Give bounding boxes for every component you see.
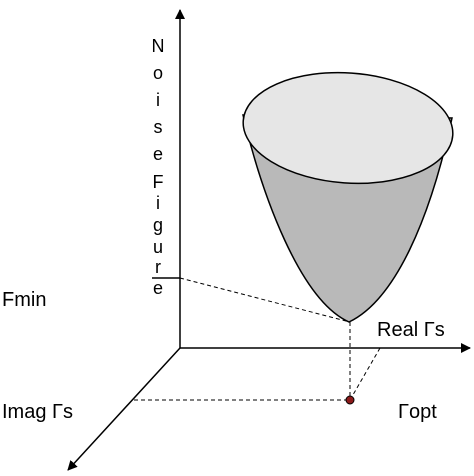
fmin-label: Fmin — [2, 289, 46, 311]
imag-axis-label: Imag Γs — [2, 401, 73, 423]
gamma-opt-label: Γopt — [398, 401, 437, 423]
nf-char: e — [153, 278, 163, 298]
nf-char: F — [153, 172, 164, 192]
nf-char: o — [153, 63, 163, 83]
paraboloid-rim — [242, 71, 454, 185]
nf-char: s — [154, 117, 163, 137]
nf-char: u — [153, 237, 163, 257]
nf-char: N — [152, 36, 165, 56]
imag-axis — [67, 347, 181, 471]
nf-char: r — [155, 257, 161, 277]
real-projection-line — [349, 347, 381, 401]
nf-char: g — [153, 215, 163, 235]
fmin-projection-line — [179, 277, 351, 323]
nf-char: e — [153, 144, 163, 164]
nf-char: i — [156, 193, 160, 213]
real-axis-label: Real Γs — [377, 319, 445, 341]
noise-figure-label: N o i s e F i g u r e — [152, 36, 165, 298]
gamma-opt-point — [345, 395, 355, 405]
nf-char: i — [156, 90, 160, 110]
